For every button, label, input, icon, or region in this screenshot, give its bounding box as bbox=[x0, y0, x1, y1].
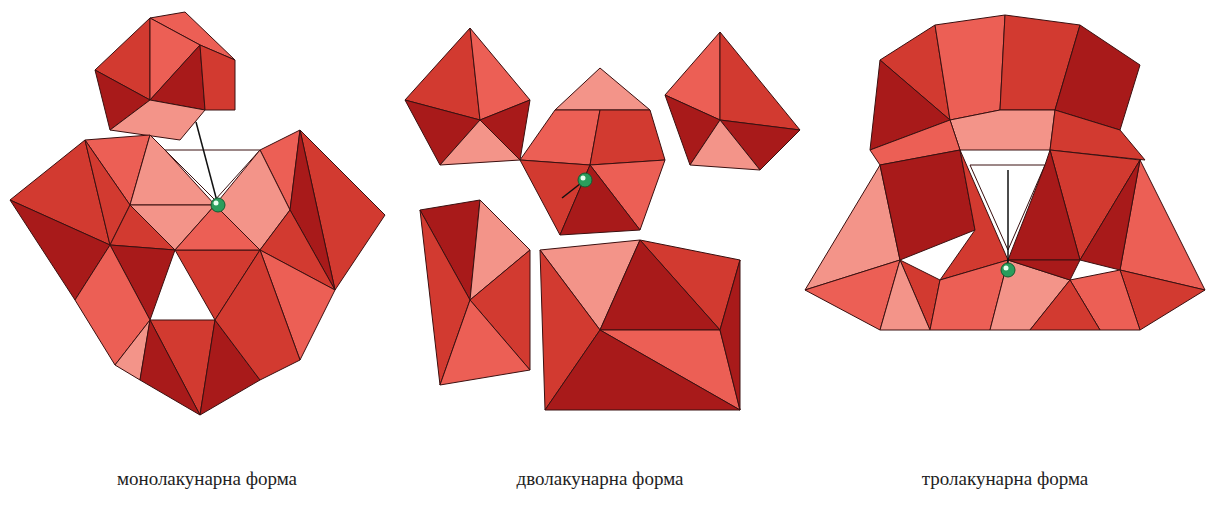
octahedron-face bbox=[935, 15, 1005, 120]
octahedron-face bbox=[880, 260, 930, 330]
bond-line bbox=[1007, 170, 1009, 268]
octahedron-face bbox=[1030, 280, 1100, 330]
octahedron-face bbox=[690, 120, 760, 170]
octahedron-face bbox=[440, 120, 520, 165]
octahedron-face bbox=[950, 110, 1055, 150]
octahedron-face bbox=[520, 110, 600, 165]
octahedron-face bbox=[150, 45, 205, 110]
heteroatom-highlight bbox=[581, 176, 586, 181]
dilacunary-structure bbox=[405, 28, 800, 410]
octahedron-face bbox=[140, 320, 200, 415]
octahedron-face bbox=[880, 150, 975, 260]
octahedron-face bbox=[200, 45, 235, 110]
octahedron-face bbox=[560, 165, 640, 235]
heteroatom bbox=[211, 198, 225, 212]
octahedron-face bbox=[720, 260, 740, 410]
form-caption: монолакунарна форма bbox=[117, 468, 297, 490]
monolacunary-structure bbox=[10, 12, 385, 415]
heteroatom bbox=[1001, 263, 1015, 277]
form-caption: тролакунарна форма bbox=[922, 468, 1088, 490]
trilacunary-structure bbox=[805, 15, 1205, 330]
heteroatom bbox=[578, 173, 592, 187]
octahedron-face bbox=[600, 240, 720, 330]
form-caption: дволакунарна форма bbox=[517, 468, 684, 490]
heteroatom-highlight bbox=[214, 201, 219, 206]
octahedron-face bbox=[1080, 160, 1140, 270]
bond-line bbox=[196, 122, 218, 205]
octahedron-face bbox=[440, 300, 530, 385]
octahedron-face bbox=[555, 68, 650, 110]
octahedron-face bbox=[1008, 150, 1080, 260]
heteroatom-highlight bbox=[1004, 266, 1009, 271]
octahedron-face bbox=[215, 250, 300, 380]
octahedron-face bbox=[110, 205, 175, 250]
octahedron-face bbox=[590, 110, 665, 165]
octahedron-face bbox=[1008, 260, 1080, 280]
octahedron-face bbox=[545, 330, 740, 410]
octahedron-face bbox=[110, 100, 205, 140]
octahedron-face bbox=[720, 32, 800, 130]
